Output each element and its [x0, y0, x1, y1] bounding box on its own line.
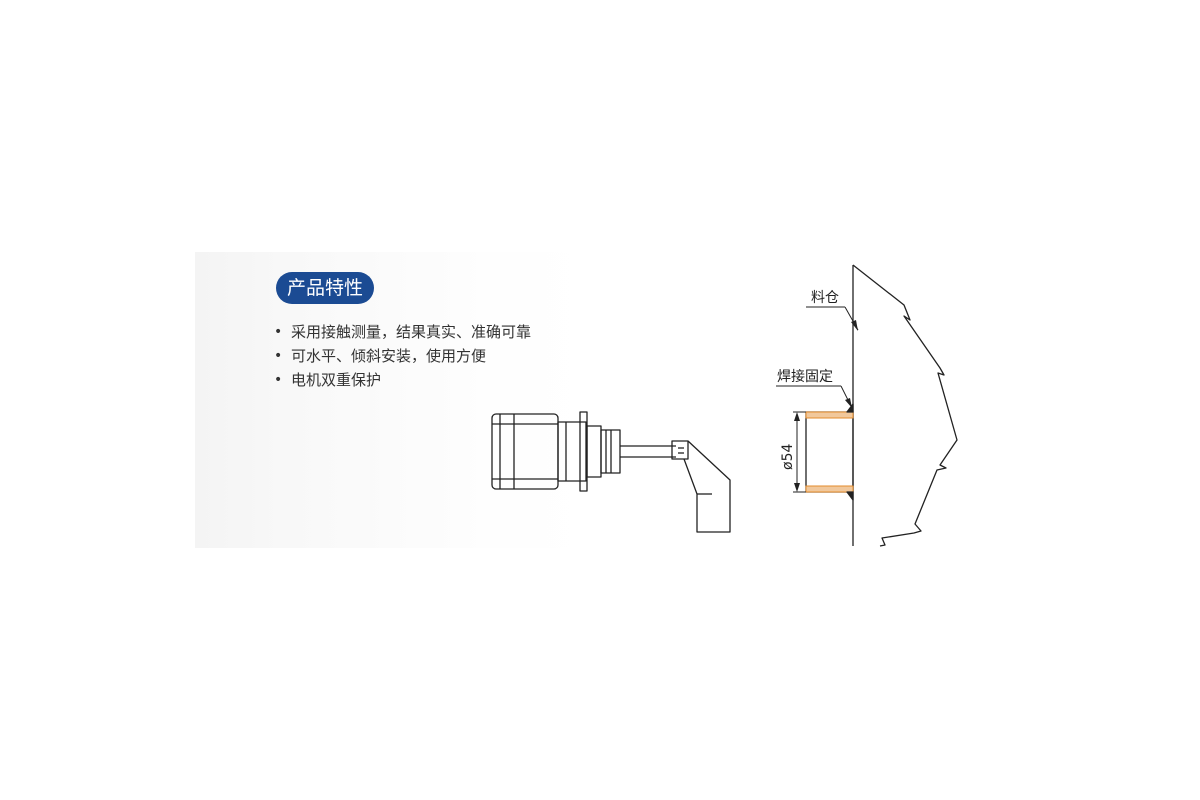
dimension-arrow-bottom [794, 483, 800, 492]
sleeve-wall-top [805, 411, 854, 419]
level-switch-drawing [491, 411, 731, 533]
feature-text: 采用接触测量，结果真实、准确可靠 [291, 323, 532, 341]
bullet-icon: • [274, 324, 283, 340]
feature-text: 电机双重保护 [291, 371, 382, 389]
weld-seam-bottom [846, 491, 854, 501]
neck [557, 421, 587, 482]
feature-text: 可水平、倾斜安装，使用方便 [291, 347, 487, 365]
feature-list: • 采用接触测量，结果真实、准确可靠 • 可水平、倾斜安装，使用方便 • 电机双… [272, 320, 531, 392]
label-diameter: ø54 [780, 444, 796, 470]
sleeve-wall-bottom [805, 485, 854, 493]
feature-item: • 电机双重保护 [272, 368, 531, 392]
coupling [671, 440, 689, 460]
label-bin: 料仓 [811, 290, 839, 306]
label-weld: 焊接固定 [777, 368, 833, 385]
mounting-sleeve [805, 411, 854, 493]
motor-housing [491, 413, 559, 490]
dimension-arrow-top [794, 412, 800, 421]
bullet-icon: • [274, 348, 283, 364]
bin-wall-drawing [776, 264, 958, 547]
leader-arrow-bin [851, 320, 858, 331]
section-title-badge: 产品特性 [276, 272, 374, 304]
thread-section [586, 425, 602, 478]
feature-item: • 采用接触测量，结果真实、准确可靠 [272, 320, 531, 344]
feature-item: • 可水平、倾斜安装，使用方便 [272, 344, 531, 368]
paddle-blade [683, 440, 731, 533]
bullet-icon: • [274, 372, 283, 388]
break-line [852, 264, 958, 547]
leader-arrow-weld [845, 398, 852, 408]
